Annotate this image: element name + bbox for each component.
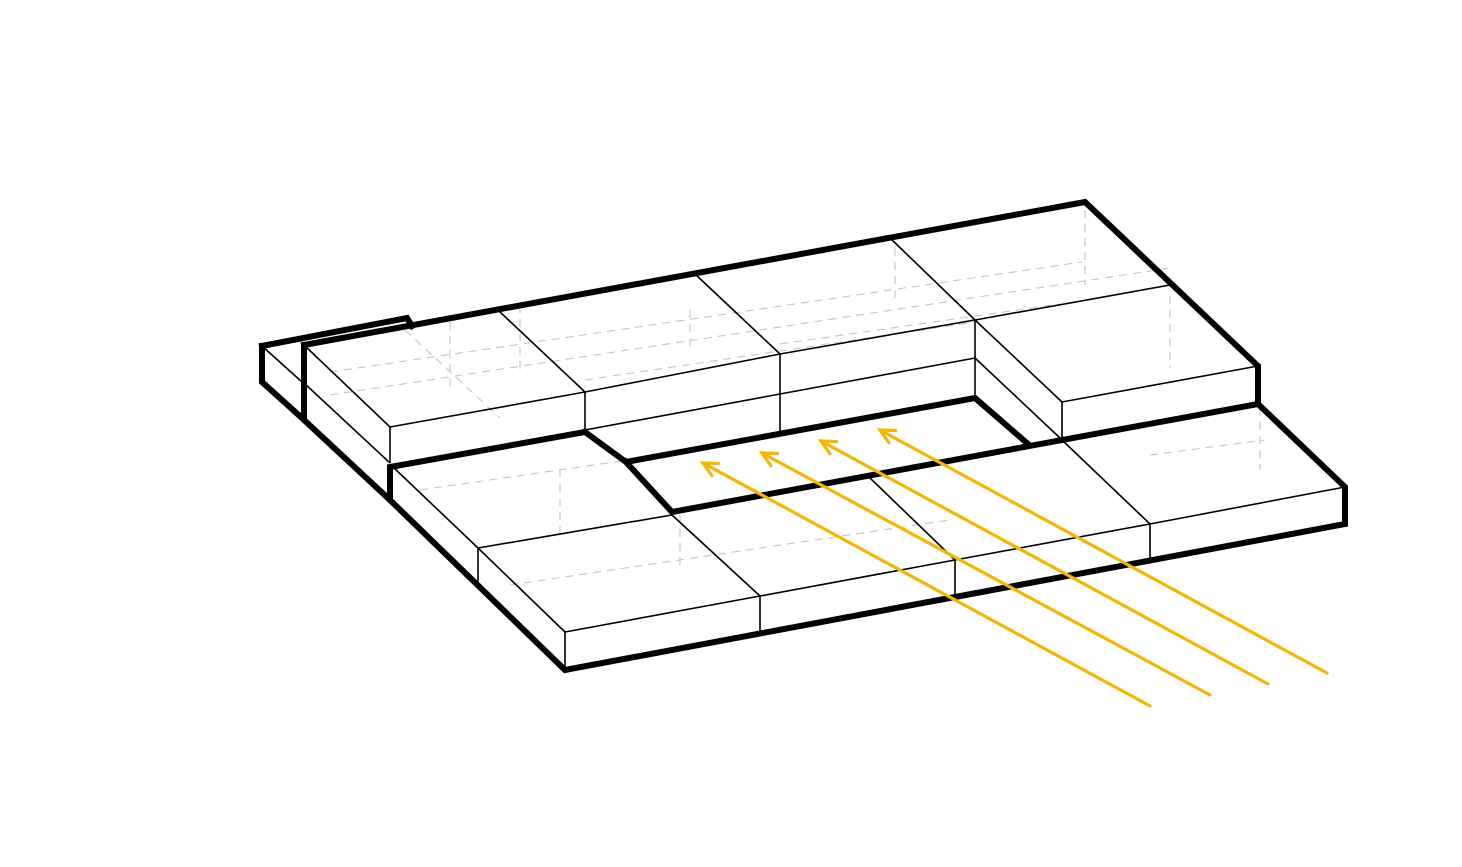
arrow-2-shaft (760, 451, 1212, 697)
edge-lower-div-5 (1061, 439, 1151, 560)
hidden-line-upper-1 (329, 261, 1083, 373)
lower-mass-outline (385, 400, 1348, 674)
arrow-1-shaft (701, 461, 1152, 708)
left-wing-outline (258, 314, 417, 423)
hidden-line-lower-2 (509, 519, 951, 586)
arrow-4-head (876, 428, 898, 445)
edge-lower-div-4 (869, 477, 956, 596)
arrow-1-head (699, 461, 721, 478)
arrow-3-shaft (819, 439, 1270, 686)
courtyard-void-outline (580, 394, 1066, 516)
edge-lower-div-3 (671, 514, 761, 632)
edge-upper-front-top (389, 319, 1063, 428)
hidden-line-upper-3 (404, 329, 501, 419)
edge-main-left-top (303, 344, 391, 428)
edge-main-left-mid (303, 382, 391, 464)
bold-outlines (258, 198, 1348, 674)
arrow-2-head (758, 451, 780, 468)
edge-upper-div-3 (889, 237, 976, 321)
edge-upper-right-top (1061, 365, 1259, 403)
hidden-line-lower-4 (1149, 439, 1266, 456)
edge-left-wing-top (261, 345, 303, 383)
edge-upper-right-inner (974, 357, 1061, 439)
edge-lower-front-top (477, 514, 673, 549)
arrow-4-shaft (878, 428, 1329, 675)
edge-lower-div-1 (392, 466, 566, 668)
edge-upper-div-2 (694, 273, 781, 355)
edge-upper-div-1 (499, 311, 586, 393)
hidden-line-upper-2 (329, 267, 1171, 396)
arrows-group (699, 428, 1329, 708)
hidden-line-upper-11 (779, 303, 1061, 345)
arrow-3-head (817, 439, 839, 456)
